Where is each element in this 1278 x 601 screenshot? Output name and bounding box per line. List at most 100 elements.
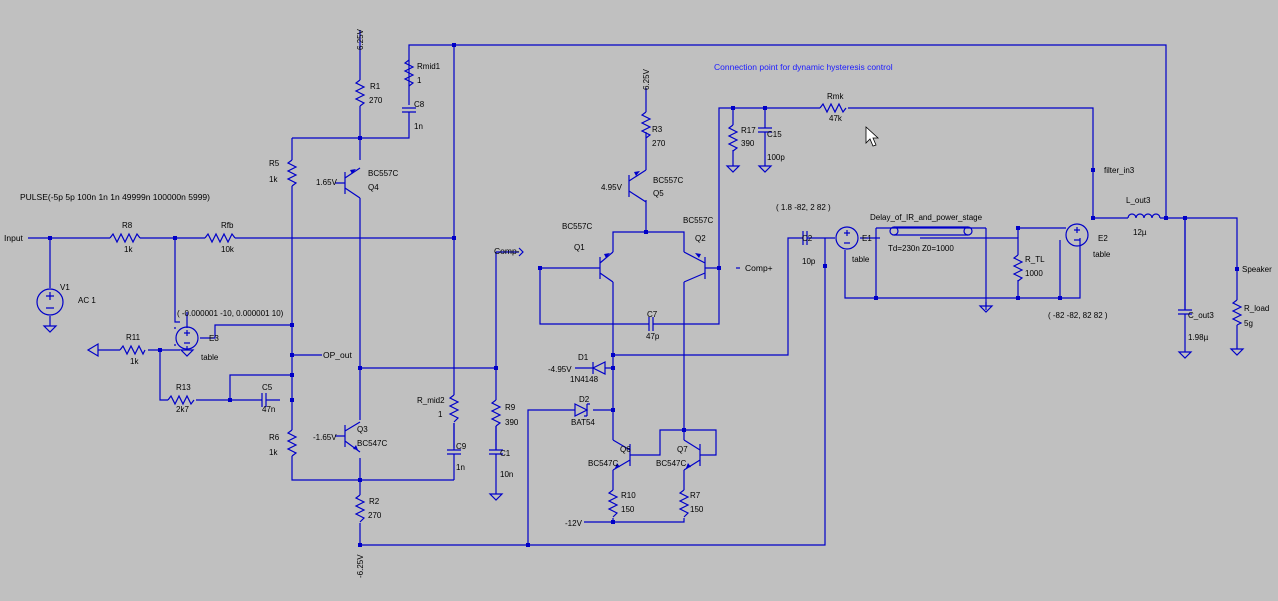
capacitor-C8[interactable]	[402, 88, 416, 128]
label-r1-value: 270	[369, 96, 383, 105]
label-rfb-value: 10k	[221, 245, 235, 254]
label-r6-name: R6	[269, 433, 280, 442]
label-q4-model: BC557C	[368, 169, 398, 178]
transistor-Q3[interactable]	[344, 421, 361, 453]
transistor-Q1[interactable]	[599, 251, 614, 283]
label-c8-name: C8	[414, 100, 425, 109]
label-c2-name: C2	[802, 234, 813, 243]
label-r10-value: 150	[621, 505, 635, 514]
label-r2-value: 270	[368, 511, 382, 520]
transistor-Q7[interactable]	[683, 439, 701, 471]
label-rmid1-name: Rmid1	[417, 62, 441, 71]
label-q1-model: BC557C	[562, 222, 592, 231]
label-v1-value: AC 1	[78, 296, 96, 305]
resistor-R8[interactable]	[109, 232, 141, 244]
dependent-source-E3[interactable]	[174, 326, 199, 350]
diode-symbols[interactable]	[574, 361, 606, 417]
capacitor-C5[interactable]	[256, 393, 280, 407]
label-r17-name: R17	[741, 126, 756, 135]
net-op-out: OP_out	[323, 350, 352, 360]
resistor-R6[interactable]	[286, 429, 298, 457]
resistor-R10[interactable]	[607, 489, 619, 518]
resistor-Rfb[interactable]	[204, 232, 236, 244]
label-r7-name: R7	[690, 491, 701, 500]
label-r-load-value: 5g	[1244, 319, 1253, 328]
resistor-R7[interactable]	[678, 489, 690, 518]
label-r5-name: R5	[269, 159, 280, 168]
label-r11-name: R11	[126, 333, 141, 342]
hysteresis-note: Connection point for dynamic hysteresis …	[714, 62, 893, 72]
label-c9-name: C9	[456, 442, 467, 451]
resistor-R13[interactable]	[167, 394, 195, 406]
label-r-mid2-value: 1	[438, 410, 443, 419]
resistor-Rmid1[interactable]	[403, 59, 415, 87]
label-q5-model: BC557C	[653, 176, 683, 185]
label-q7-name: Q7	[677, 445, 688, 454]
resistor-R_TL[interactable]	[1012, 254, 1024, 282]
transistor-Q5[interactable]	[628, 169, 647, 203]
text-layer: PULSE(-5p 5p 100n 1n 1n 49999n 100000n 5…	[4, 28, 1272, 578]
resistor-R5[interactable]	[286, 159, 298, 187]
resistor-R_mid2[interactable]	[448, 394, 460, 423]
capacitor-C2[interactable]	[800, 231, 810, 245]
resistor-R_load[interactable]	[1231, 299, 1243, 326]
label-c1-name: C1	[500, 449, 511, 458]
label-q7-model: BC547C	[656, 459, 686, 468]
transistor-Q2[interactable]	[683, 251, 706, 283]
net-speaker: Speaker	[1242, 265, 1272, 274]
transistor-Q4[interactable]	[344, 167, 361, 199]
label-e1-name: E1	[862, 234, 872, 243]
label-c-out3-name: C_out3	[1188, 311, 1214, 320]
diode-D1[interactable]	[591, 361, 606, 375]
transistor-symbols[interactable]	[344, 167, 706, 471]
capacitor-C1[interactable]	[489, 426, 503, 470]
label-q1-name: Q1	[574, 243, 585, 252]
wire-layer[interactable]	[28, 30, 1238, 546]
label-e3-value: table	[201, 353, 219, 362]
resistor-R3[interactable]	[640, 111, 652, 152]
capacitor-C9[interactable]	[447, 423, 461, 476]
ground-symbols	[43, 161, 1244, 501]
label-c7-name: C7	[647, 310, 658, 319]
label-c8-value: 1n	[414, 122, 423, 131]
rail-minus12: -12V	[565, 519, 583, 528]
label-q2-name: Q2	[695, 234, 706, 243]
label-tl-name: Delay_of_IR_and_power_stage	[870, 213, 983, 222]
voltage-source-V1[interactable]	[36, 288, 64, 316]
label-r3-value: 270	[652, 139, 666, 148]
label-d2-model: BAT54	[571, 418, 595, 427]
label-rfb-name: Rfb	[221, 221, 234, 230]
label-e2-name: E2	[1098, 234, 1108, 243]
dependent-source-E2[interactable]	[1065, 223, 1089, 247]
capacitor-C_out3[interactable]	[1178, 218, 1192, 326]
net-comp-plus: Comp+	[745, 263, 773, 273]
label-q5-name: Q5	[653, 189, 664, 198]
source-symbols[interactable]	[36, 223, 1089, 350]
capacitor-C15[interactable]	[758, 127, 772, 146]
net-filter-in: filter_in3	[1104, 166, 1135, 175]
resistor-R1[interactable]	[354, 79, 366, 107]
resistor-R11[interactable]	[119, 344, 146, 356]
label-rmk-value: 47k	[829, 114, 843, 123]
label-r17-value: 390	[741, 139, 755, 148]
resistor-R17[interactable]	[727, 124, 739, 152]
rail-top-r1: 6.25V	[356, 28, 365, 50]
inductor-L_out3[interactable]	[1127, 213, 1161, 219]
resistor-symbols[interactable]	[109, 59, 1243, 523]
dependent-source-E1[interactable]	[835, 226, 859, 250]
capacitor-symbols[interactable]	[256, 88, 1192, 476]
resistor-Rmk[interactable]	[819, 102, 847, 114]
capacitor-C7[interactable]	[646, 317, 656, 331]
label-r6-value: 1k	[269, 448, 278, 457]
resistor-R9[interactable]	[490, 399, 502, 427]
label-l-out3-value: 12µ	[1133, 228, 1147, 237]
label-l-out3-name: L_out3	[1126, 196, 1151, 205]
label-e2-value: table	[1093, 250, 1111, 259]
resistor-R2[interactable]	[354, 494, 366, 523]
diode-D2[interactable]	[574, 403, 590, 417]
transmission-line-symbol[interactable]	[876, 226, 986, 236]
label-q3-name: Q3	[357, 425, 368, 434]
transistor-Q6[interactable]	[612, 439, 631, 471]
label-r9-value: 390	[505, 418, 519, 427]
